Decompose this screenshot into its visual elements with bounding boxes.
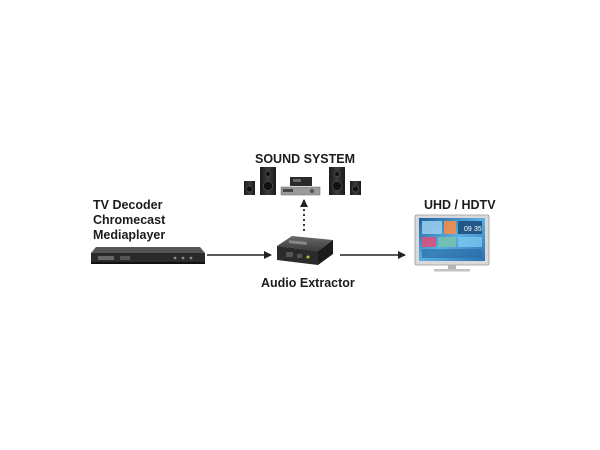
sound-system-label: SOUND SYSTEM [255, 152, 356, 166]
tv-tile-number-1: 09 [464, 226, 472, 233]
source-label-line-2: Chromecast [93, 213, 166, 227]
display-label: UHD / HDTV [424, 198, 496, 212]
source-devices-label: TV Decoder Chromecast Mediaplayer [93, 198, 165, 243]
source-label-line-3: Mediaplayer [93, 228, 166, 242]
source-label-line-1: TV Decoder [93, 198, 163, 212]
sound-system-device [244, 167, 361, 196]
tv-decoder-device [91, 247, 205, 264]
audio-extractor-device [277, 236, 333, 265]
audio-extractor-label: Audio Extractor [261, 276, 355, 290]
uhd-tv-device: 09 35 [414, 214, 490, 272]
tv-tile-number-2: 35 [474, 226, 482, 233]
